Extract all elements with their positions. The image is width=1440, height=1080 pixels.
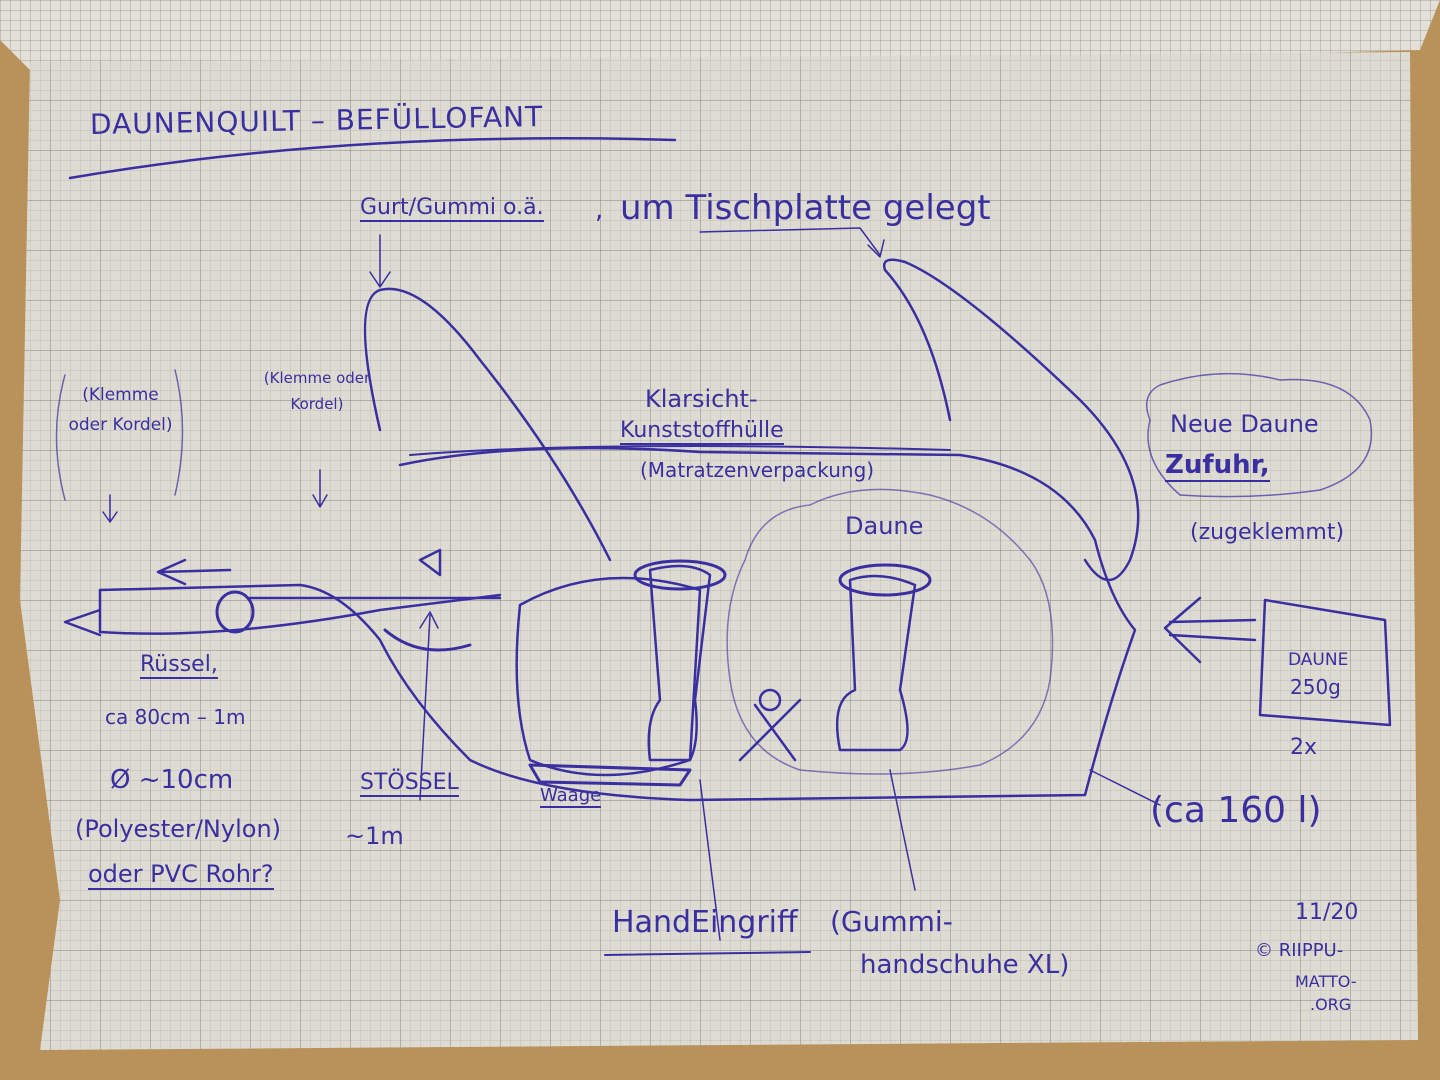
pestle-label: STÖSSEL <box>360 770 459 797</box>
footer-date: 11/20 <box>1295 900 1359 925</box>
supply-arrow <box>1163 596 1257 664</box>
bag-outline <box>98 446 1137 802</box>
footer-line3: .ORG <box>1310 995 1352 1014</box>
pestle-length: ~1m <box>345 822 404 850</box>
scale-base <box>528 763 692 787</box>
volume-label: (ca 160 l) <box>1150 790 1322 831</box>
supply-line2: Zufuhr, <box>1165 450 1270 482</box>
bag-label-line2: Kunststoffhülle <box>620 418 784 445</box>
glove-note-line2: handschuhe XL) <box>860 950 1070 980</box>
package-weight: 250g <box>1290 675 1341 699</box>
clamp-left-arrow <box>102 494 118 523</box>
glove-note-line1: (Gummi- <box>830 905 953 938</box>
glove-left <box>647 564 712 762</box>
glove-underline <box>604 951 811 956</box>
trunk-clamp <box>215 590 255 634</box>
left-paren-clamp <box>55 369 184 501</box>
strap-right <box>882 258 1140 582</box>
package-count: 2x <box>1290 735 1318 760</box>
pestle-arrow <box>419 611 439 801</box>
pestle-rod <box>248 548 502 600</box>
bag-top-line <box>409 445 951 456</box>
trunk-length: ca 80cm – 1m <box>105 705 246 729</box>
package-label: DAUNE <box>1288 650 1349 670</box>
bag-note: (Matratzenverpackung) <box>640 458 875 482</box>
trunk-material: (Polyester/Nylon) <box>75 815 282 843</box>
bag-label-line1: Klarsicht- <box>645 385 758 413</box>
scale-label: Waage <box>540 785 602 808</box>
scissors <box>738 698 802 762</box>
strap-arrow-left <box>369 234 391 288</box>
clamp-mid-label: (Klemme oder Kordel) <box>263 369 371 413</box>
bowl <box>515 576 702 777</box>
supply-cloud <box>1145 372 1373 498</box>
glove-left-cuff <box>633 559 727 591</box>
glove-arrows <box>699 769 916 941</box>
trunk-label: Rüssel, <box>140 652 218 679</box>
scissors-ring <box>758 688 782 712</box>
footer-copyright: © RIIPPU- <box>1255 940 1344 961</box>
package-box <box>1258 598 1392 727</box>
clamp-left-label: (Klemme oder Kordel) <box>68 385 173 435</box>
glove-label: HandEingriff <box>612 905 798 940</box>
volume-leader <box>1089 769 1161 806</box>
down-cloud <box>726 488 1054 775</box>
strap-material-label: Gurt/Gummi o.ä. <box>360 195 544 222</box>
strap-separator: , <box>595 195 604 225</box>
trunk-arrow <box>156 558 232 586</box>
down-label: Daune <box>845 512 924 540</box>
glove-right <box>835 574 917 752</box>
trunk-alternative: oder PVC Rohr? <box>88 860 274 890</box>
glove-right-cuff <box>838 563 932 597</box>
strap-left <box>363 287 612 562</box>
title-underline <box>68 137 677 180</box>
supply-note: (zugeklemmt) <box>1190 520 1345 545</box>
pestle-handle-arc <box>383 628 472 652</box>
supply-line1: Neue Daune <box>1170 410 1319 438</box>
clamp-mid-arrow <box>312 469 328 508</box>
strap-placement-label: um Tischplatte gelegt <box>620 188 991 228</box>
footer-line2: MATTO- <box>1295 972 1357 991</box>
trunk-diameter: Ø ~10cm <box>110 765 234 795</box>
strap-arrow-right <box>699 227 885 258</box>
